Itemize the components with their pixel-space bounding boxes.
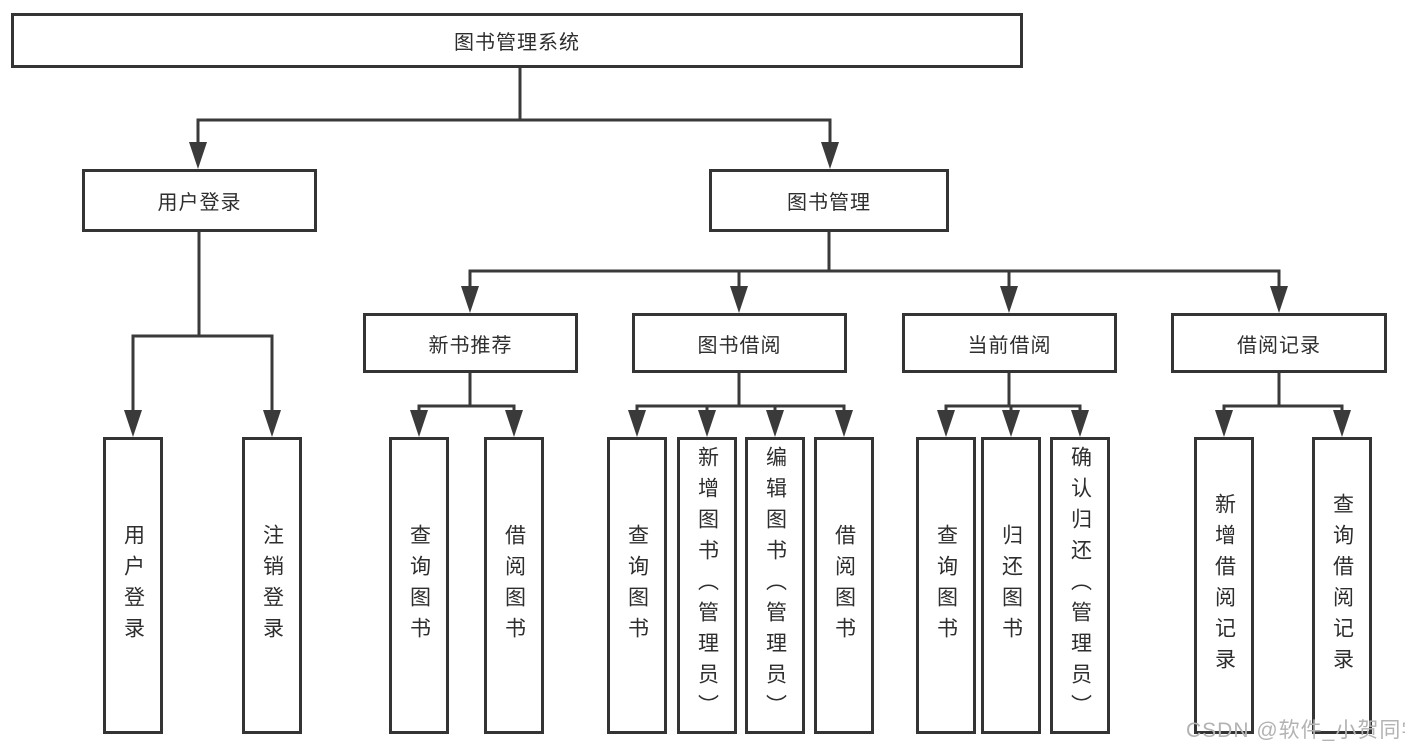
node-book-borrowing: 图书借阅 xyxy=(632,313,847,373)
leaf-current-query-books: 查询图书 xyxy=(916,437,976,734)
leaf-records-add-record: 新增借阅记录 xyxy=(1194,437,1254,734)
node-current-borrowing: 当前借阅 xyxy=(902,313,1117,373)
leaf-newrec-borrow-books: 借阅图书 xyxy=(484,437,544,734)
leaf-current-return-books: 归还图书 xyxy=(981,437,1041,734)
node-book-management: 图书管理 xyxy=(709,169,949,232)
node-borrowing-records: 借阅记录 xyxy=(1171,313,1387,373)
leaf-newrec-query-books: 查询图书 xyxy=(389,437,449,734)
leaf-borrowing-edit-books-admin: 编辑图书（管理员） xyxy=(745,437,805,734)
leaf-current-confirm-return-admin: 确认归还（管理员） xyxy=(1050,437,1110,734)
leaf-records-query-record: 查询借阅记录 xyxy=(1312,437,1372,734)
node-user-login: 用户登录 xyxy=(82,169,317,232)
leaf-borrowing-add-books-admin: 新增图书（管理员） xyxy=(677,437,737,734)
node-new-book-recommend: 新书推荐 xyxy=(363,313,578,373)
watermark-text: CSDN @软件_小贺同学 xyxy=(1186,719,1405,742)
leaf-user-login: 用户登录 xyxy=(103,437,163,734)
leaf-logout-login: 注销登录 xyxy=(242,437,302,734)
leaf-borrowing-query-books: 查询图书 xyxy=(607,437,667,734)
leaf-borrowing-borrow-books: 借阅图书 xyxy=(814,437,874,734)
node-root-library-system: 图书管理系统 xyxy=(11,13,1023,68)
